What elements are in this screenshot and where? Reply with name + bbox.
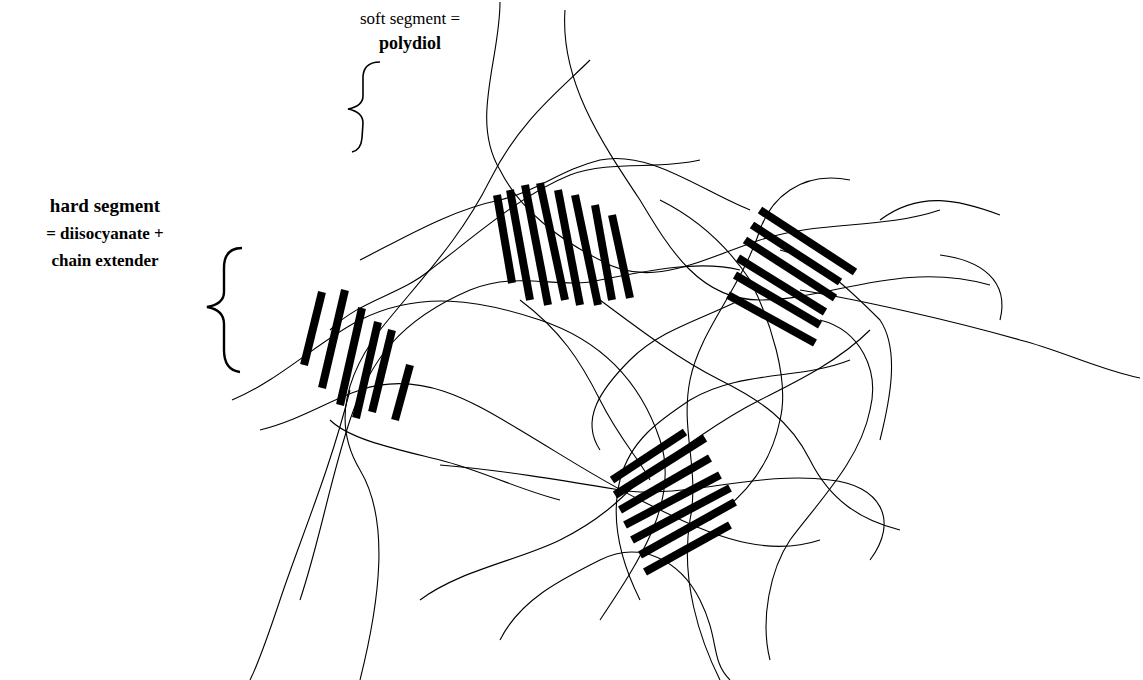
hard-segment-domains	[304, 183, 855, 572]
soft-segment-brace	[348, 62, 380, 152]
hard-segment-label: hard segment	[0, 194, 210, 218]
hard-segment-brace	[207, 248, 242, 372]
soft-segment-material: polydiol	[330, 32, 490, 54]
soft-segment-chains	[232, 2, 1140, 680]
soft-segment-label: soft segment =	[330, 8, 490, 30]
hard-segment-composition: = diisocyanate + chain extender	[30, 220, 180, 274]
